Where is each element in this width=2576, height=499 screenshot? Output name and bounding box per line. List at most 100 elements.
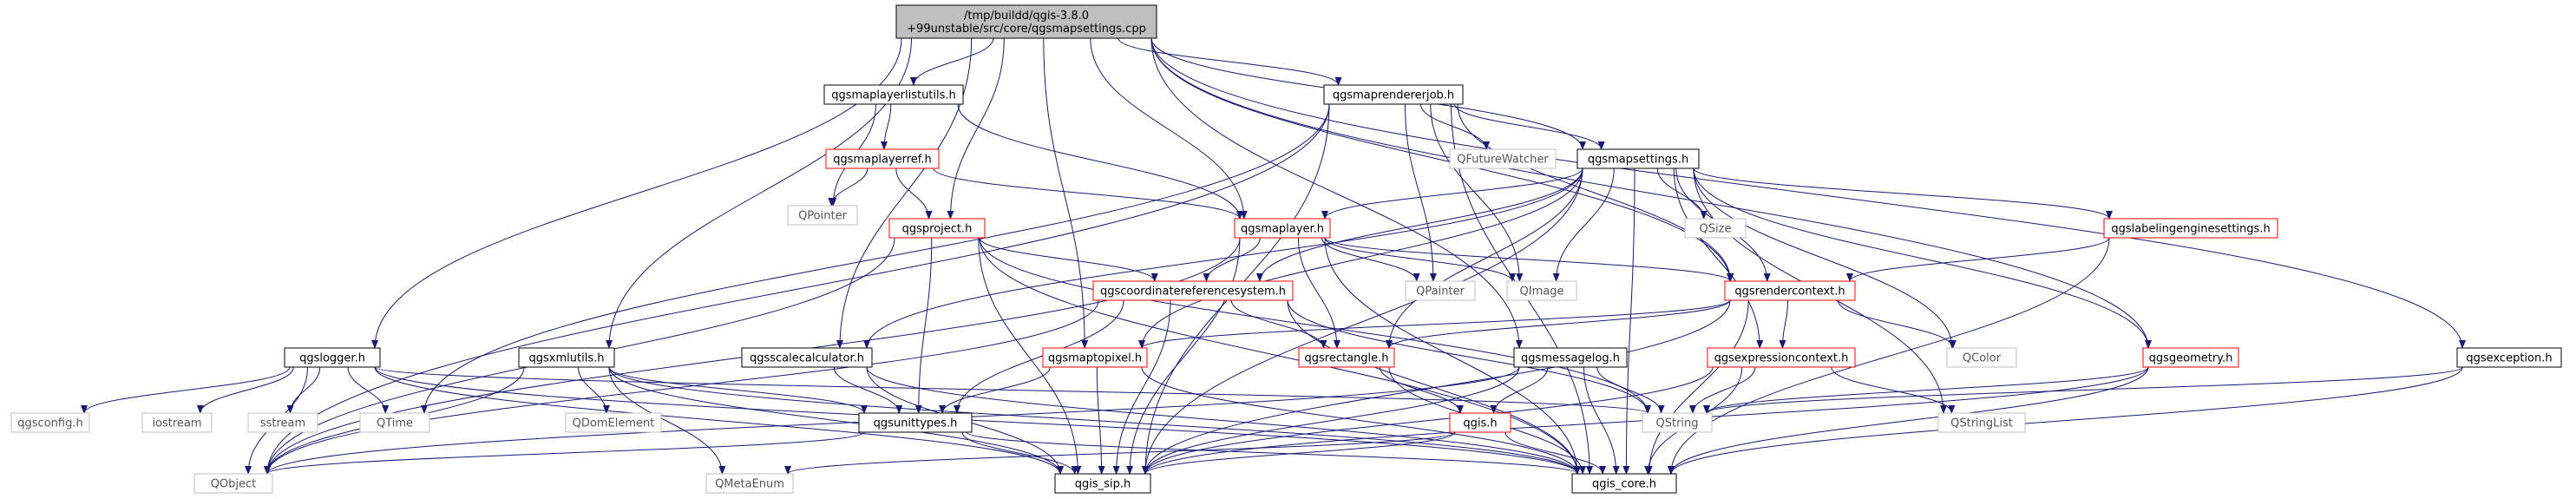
edge-logger-to-qgsconfig xyxy=(81,366,291,414)
node-label-scalecalc: qgsscalecalculator.h xyxy=(750,352,864,365)
node-label-iostream: iostream xyxy=(152,417,201,430)
node-project[interactable]: qgsproject.h xyxy=(888,218,986,239)
edge-maprendererjob-to-qtime xyxy=(421,103,1330,414)
node-maptopixel[interactable]: qgsmaptopixel.h xyxy=(1042,347,1148,368)
node-box-exprcontext xyxy=(1707,347,1856,368)
node-box-core xyxy=(1571,473,1677,494)
node-qobject: QObject xyxy=(193,473,273,494)
node-box-maplayerref xyxy=(825,148,940,169)
node-box-sip xyxy=(1054,473,1151,494)
node-label-maplayerlistutils: qgsmaplayerlistutils.h xyxy=(831,89,956,102)
edge-unittypes-to-qobject xyxy=(264,431,865,475)
edge-crs-to-rectangle xyxy=(1230,299,1327,349)
edge-geometry-to-core xyxy=(1668,366,2149,475)
node-maplayer[interactable]: qgsmaplayer.h xyxy=(1234,218,1331,239)
edge-exprcontext-to-sip xyxy=(1142,366,1714,475)
node-crs[interactable]: qgscoordinatereferencesystem.h xyxy=(1092,280,1294,301)
node-core[interactable]: qgis_core.h xyxy=(1571,473,1677,494)
node-qstringlist: QStringList xyxy=(1937,412,2026,433)
edge-root-to-maptopixel xyxy=(1043,37,1089,349)
node-rendercontext[interactable]: qgsrendercontext.h xyxy=(1724,280,1856,301)
edge-root-to-logger xyxy=(371,37,902,349)
node-maprendererjob[interactable]: qgsmaprendererjob.h xyxy=(1323,84,1464,105)
edge-xmlutils-to-core xyxy=(608,366,1581,475)
edge-xmlutils-to-qmetaenum xyxy=(608,366,726,475)
edge-maptopixel-to-core xyxy=(1141,366,1581,475)
node-box-qgis xyxy=(1449,412,1511,433)
edge-mapsettings-to-qcolor xyxy=(1693,167,1956,349)
node-logger[interactable]: qgslogger.h xyxy=(284,347,381,368)
edge-maplayerref-to-maplayer xyxy=(933,167,1243,220)
node-box-qpainter xyxy=(1405,280,1476,301)
edge-labelingengine-to-core xyxy=(1668,237,2110,475)
node-scalecalc[interactable]: qgsscalecalculator.h xyxy=(741,347,873,368)
node-geometry[interactable]: qgsgeometry.h xyxy=(2142,347,2239,368)
node-label-labelingengine: qgslabelingenginesettings.h xyxy=(2111,223,2270,236)
node-label-maptopixel: qgsmaptopixel.h xyxy=(1048,352,1142,365)
node-exprcontext[interactable]: qgsexpressioncontext.h xyxy=(1707,347,1856,368)
edge-crs-to-core xyxy=(1287,299,1581,475)
node-qstring: QString xyxy=(1642,412,1713,433)
edge-mapsettings-to-maptopixel xyxy=(1138,167,1583,349)
node-box-labelingengine xyxy=(2103,218,2278,239)
node-mapsettings[interactable]: qgsmapsettings.h xyxy=(1576,148,1700,169)
edge-exprcontext-to-qstring xyxy=(1689,366,1756,414)
node-label-maplayerref: qgsmaplayerref.h xyxy=(833,154,932,167)
node-label-root: /tmp/buildd/qgis-3.8.0 xyxy=(964,10,1089,23)
edges-layer xyxy=(81,37,2466,475)
edge-mapsettings-to-labelingengine xyxy=(1693,167,2113,220)
edge-logger-to-core xyxy=(374,366,1581,475)
node-box-unittypes xyxy=(858,412,973,433)
edge-maplayerref-to-project xyxy=(895,167,933,220)
node-label-qmetaenum: QMetaEnum xyxy=(715,478,784,491)
edge-geometry-to-qstring xyxy=(1703,366,2149,414)
node-qtime: QTime xyxy=(359,412,430,433)
edge-mapsettings-to-rectangle xyxy=(1386,167,1583,349)
node-label-qpointer: QPointer xyxy=(798,210,848,223)
edge-rendercontext-to-rectangle xyxy=(1386,299,1731,349)
edge-maptopixel-to-sip xyxy=(1096,366,1105,475)
edge-mapsettings-to-exprcontext xyxy=(1673,167,1764,349)
node-qpointer: QPointer xyxy=(787,205,858,226)
node-label-root: +99unstable/src/core/qgsmapsettings.cpp xyxy=(907,23,1146,36)
edge-rendercontext-to-qcolor xyxy=(1837,299,1957,349)
edge-rendercontext-to-exprcontext xyxy=(1779,299,1788,349)
node-messagelog[interactable]: qgsmessagelog.h xyxy=(1513,347,1628,368)
node-xmlutils[interactable]: qgsxmlutils.h xyxy=(518,347,615,368)
node-box-qtime xyxy=(359,412,430,433)
node-sip[interactable]: qgis_sip.h xyxy=(1054,473,1151,494)
node-labelingengine[interactable]: qgslabelingenginesettings.h xyxy=(2103,218,2278,239)
node-unittypes[interactable]: qgsunittypes.h xyxy=(858,412,973,433)
edge-root-to-geometry xyxy=(1150,37,2152,349)
node-box-qgsconfig xyxy=(10,412,90,433)
node-box-qobject xyxy=(193,473,273,494)
node-label-core: qgis_core.h xyxy=(1592,478,1656,491)
node-maplayerlistutils[interactable]: qgsmaplayerlistutils.h xyxy=(823,84,964,105)
node-root[interactable]: /tmp/buildd/qgis-3.8.0+99unstable/src/co… xyxy=(895,4,1157,39)
node-label-qpainter: QPainter xyxy=(1416,286,1465,299)
edge-maprendererjob-to-rendercontext xyxy=(1457,103,1734,282)
edge-maplayer-to-sip xyxy=(1126,237,1241,475)
node-label-geometry: qgsgeometry.h xyxy=(2149,352,2233,365)
node-box-xmlutils xyxy=(518,347,615,368)
node-box-iostream xyxy=(141,412,213,433)
node-box-root xyxy=(895,4,1157,39)
node-qdomelement: QDomElement xyxy=(565,412,662,433)
node-maplayerref[interactable]: qgsmaplayerref.h xyxy=(825,148,940,169)
node-exception[interactable]: qgsexception.h xyxy=(2456,347,2562,368)
edge-root-to-project xyxy=(947,37,1005,220)
edge-root-to-messagelog xyxy=(1150,37,1523,349)
edge-project-to-core xyxy=(979,237,1581,475)
node-box-qstring xyxy=(1642,412,1713,433)
node-box-maptopixel xyxy=(1042,347,1148,368)
edge-mapsettings-to-sip xyxy=(1142,167,1583,475)
edge-maprendererjob-to-qpainter xyxy=(1405,103,1437,282)
node-box-project xyxy=(888,218,986,239)
node-qgis[interactable]: qgis.h xyxy=(1449,412,1511,433)
edge-project-to-qstring xyxy=(979,237,1651,414)
edge-root-to-maplayerlistutils xyxy=(909,37,994,86)
edge-logger-to-sip xyxy=(374,366,1064,475)
node-rectangle[interactable]: qgsrectangle.h xyxy=(1298,347,1395,368)
edge-labelingengine-to-rendercontext xyxy=(1846,237,2110,282)
edge-rendercontext-to-maptopixel xyxy=(1138,299,1731,349)
